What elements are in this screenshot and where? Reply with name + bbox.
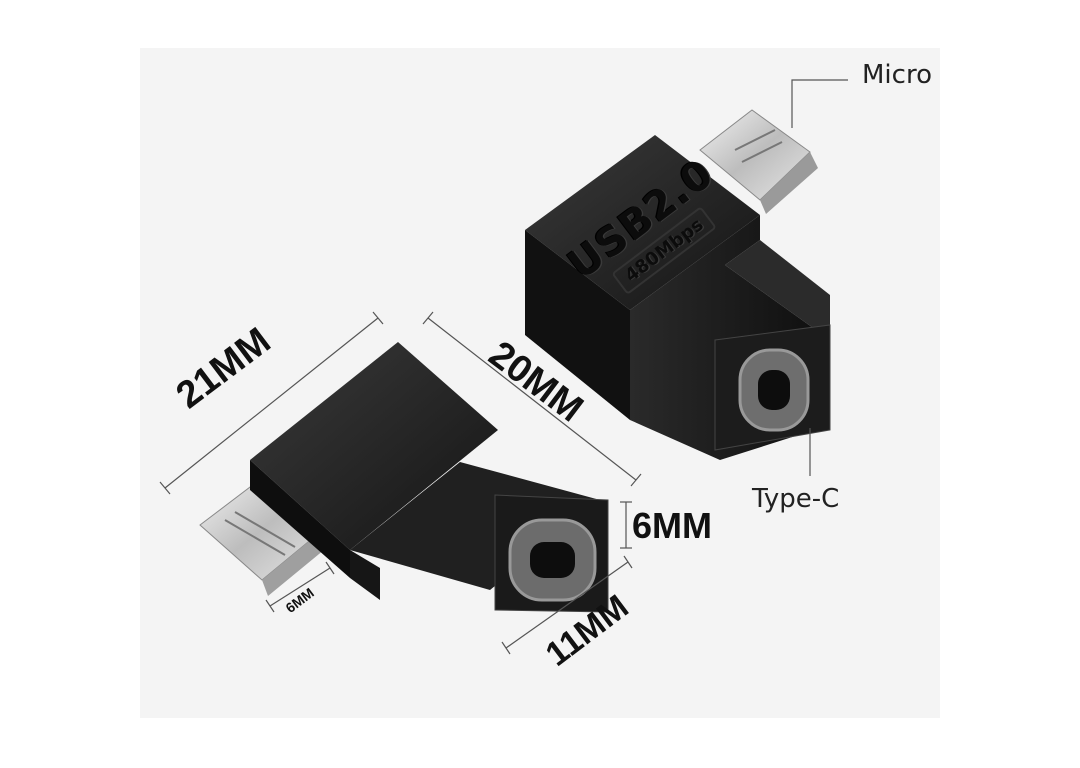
- dimension-lines: [159, 79, 848, 655]
- left-adapter: [199, 342, 609, 613]
- callout-micro: Micro: [862, 60, 932, 90]
- callout-type-c: Type-C: [752, 484, 840, 514]
- dimension-height: 6MM: [632, 505, 712, 546]
- right-micro-plug: [699, 109, 818, 214]
- right-body-front: [525, 230, 630, 420]
- right-adapter: [525, 109, 831, 460]
- left-body-top: [250, 342, 498, 550]
- right-body-top: [525, 135, 760, 310]
